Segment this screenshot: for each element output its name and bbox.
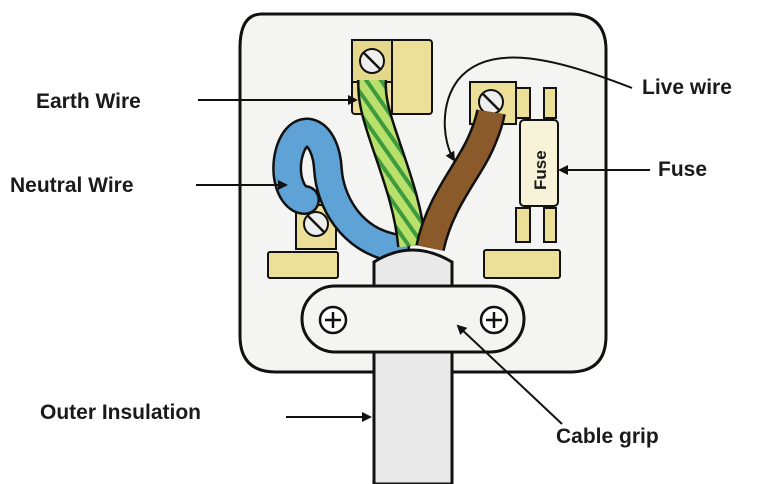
label-cable-grip: Cable grip: [556, 425, 659, 448]
arrow-live: [443, 56, 633, 162]
label-fuse: Fuse: [658, 158, 707, 181]
cable-grip: [300, 284, 526, 354]
label-neutral-wire: Neutral Wire: [10, 174, 134, 197]
label-live-wire: Live wire: [642, 76, 732, 99]
label-outer-insulation: Outer Insulation: [40, 401, 201, 424]
arrow-grip: [456, 324, 563, 425]
fuse: Fuse: [519, 119, 559, 207]
label-earth-wire: Earth Wire: [36, 90, 141, 113]
fuse-clip-bottom: [483, 207, 561, 279]
fuse-text: Fuse: [531, 150, 550, 190]
